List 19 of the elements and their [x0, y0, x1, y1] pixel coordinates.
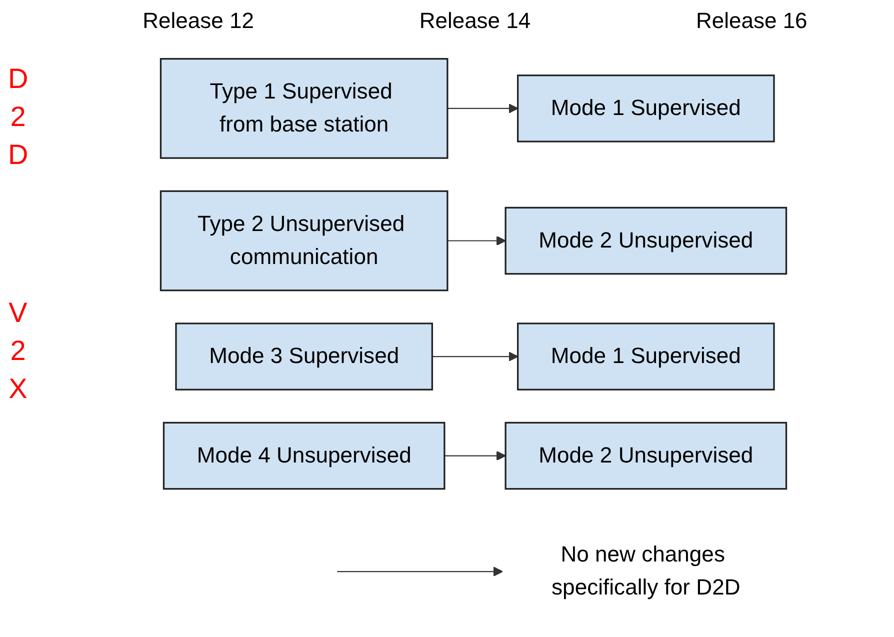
vertical-label: V 2 X — [8, 296, 28, 406]
process-box: Mode 2 Unsupervised — [504, 422, 788, 490]
note-text: No new changes specifically for D2D — [552, 542, 740, 600]
process-box: Mode 1 Supervised — [517, 322, 775, 390]
process-box: Mode 4 Unsupervised — [162, 422, 446, 490]
arrow — [447, 104, 518, 114]
process-box: Mode 2 Unsupervised — [504, 206, 788, 275]
column-heading: Release 12 — [142, 8, 254, 34]
column-heading: Release 14 — [419, 8, 531, 34]
arrow — [337, 566, 503, 576]
process-box: Mode 1 Supervised — [517, 74, 775, 142]
process-box: Type 2 Unsupervised communication — [160, 190, 448, 292]
vertical-label: D 2 D — [8, 62, 28, 172]
arrow — [447, 236, 506, 246]
process-box: Type 1 Supervised from base station — [160, 58, 448, 159]
arrow — [444, 450, 506, 461]
process-box: Mode 3 Supervised — [175, 322, 433, 390]
arrow — [432, 352, 518, 362]
column-heading: Release 16 — [696, 8, 808, 34]
